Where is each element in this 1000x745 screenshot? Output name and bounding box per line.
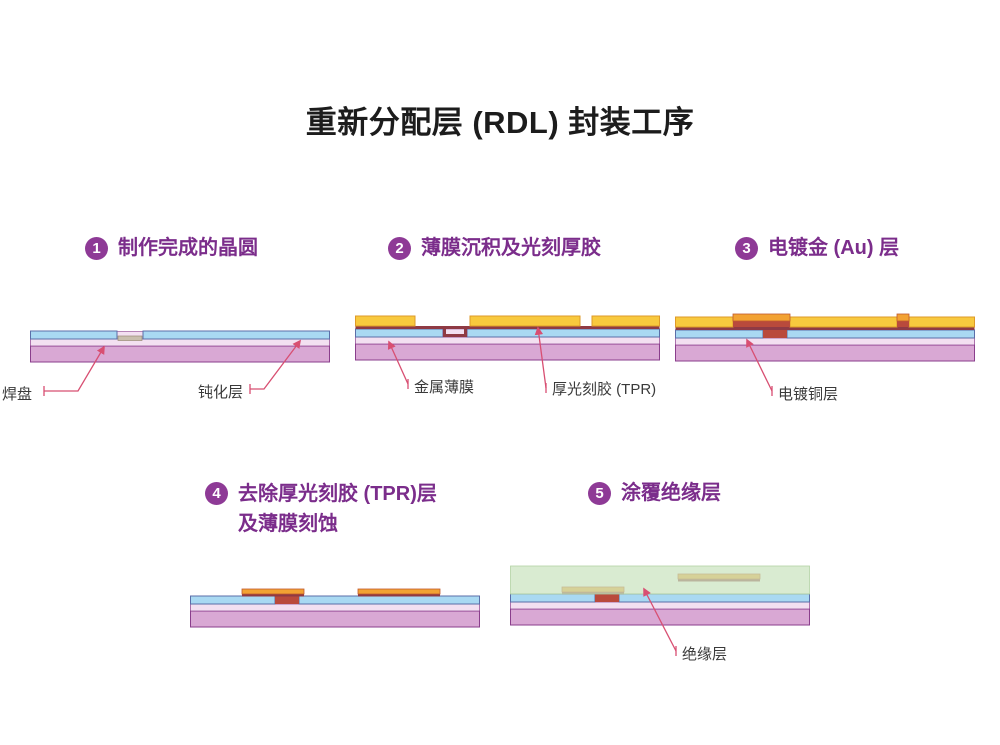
metal-film-sidewall-right — [464, 329, 467, 337]
step-3-number: 3 — [742, 239, 751, 257]
gold-trace-pad-area — [241, 588, 305, 595]
oxide-layer — [30, 338, 330, 347]
oxide-layer — [190, 603, 480, 612]
step-3-header: 3 电镀金 (Au) 层 — [735, 234, 899, 262]
passivation-layer-right — [618, 593, 810, 603]
plated-copper-via — [595, 594, 619, 602]
step-4-title-line2: 及薄膜刻蚀 — [238, 513, 338, 535]
substrate-layer — [510, 608, 810, 626]
tpr-block-left — [355, 315, 416, 327]
step-4-title-line1: 去除厚光刻胶 (TPR)层 — [238, 483, 437, 505]
step-4-number: 4 — [212, 485, 221, 502]
passivation-layer-left — [675, 329, 764, 339]
diagram-step-4-wafer — [190, 588, 480, 628]
step-5-header: 5 涂覆绝缘层 — [588, 479, 721, 507]
metal-film-gap-bottom — [443, 334, 467, 337]
substrate-layer — [30, 345, 330, 363]
step-4-number-badge: 4 — [205, 482, 228, 505]
passivation-layer-right — [142, 330, 330, 340]
plated-copper-layer — [733, 321, 790, 327]
passivation-layer-left — [510, 593, 596, 603]
annotation-metal-film: 金属薄膜 — [414, 379, 475, 396]
plated-gold-layer — [732, 313, 791, 322]
metal-film-layer — [355, 326, 660, 329]
step-2-header: 2 薄膜沉积及光刻厚胶 — [388, 234, 601, 262]
metal-film-layer — [675, 327, 975, 330]
step-3-title: 电镀金 (Au) 层 — [768, 237, 900, 259]
annotation-insulation: 绝缘层 — [682, 646, 728, 663]
annotation-passivation: 钝化层 — [198, 384, 244, 401]
plated-copper-via — [763, 330, 787, 338]
oxide-layer — [510, 601, 810, 610]
plated-copper-via — [275, 596, 299, 604]
metal-film-trace — [358, 594, 440, 597]
step-1-title: 制作完成的晶圆 — [118, 237, 258, 259]
insulation-layer — [510, 565, 810, 595]
diagram-step-5-wafer — [510, 565, 810, 626]
oxide-layer — [675, 337, 975, 346]
annotation-plated-copper: 电镀铜层 — [778, 386, 839, 403]
oxide-layer — [355, 336, 660, 345]
step-5-title: 涂覆绝缘层 — [621, 482, 721, 504]
tpr-block-right — [591, 315, 660, 327]
tpr-block-right — [908, 316, 975, 328]
gold-trace — [357, 588, 441, 595]
annotation-pad: 焊盘 — [2, 386, 33, 403]
step-4-header: 4 去除厚光刻胶 (TPR)层 及薄膜刻蚀 — [205, 479, 437, 539]
tpr-block-middle — [789, 316, 898, 328]
diagram-step-1-wafer — [30, 330, 330, 363]
substrate-layer — [675, 344, 975, 362]
step-5-number-badge: 5 — [588, 481, 611, 505]
passivation-layer-right — [298, 595, 480, 605]
plated-copper-small — [897, 321, 909, 327]
substrate-layer — [355, 343, 660, 361]
step-2-number-badge: 2 — [388, 236, 411, 260]
step-2-number: 2 — [395, 239, 404, 257]
step-3-number-badge: 3 — [735, 236, 758, 260]
step-4-title: 去除厚光刻胶 (TPR)层 及薄膜刻蚀 — [238, 479, 437, 539]
metal-film-sidewall-left — [443, 329, 446, 337]
annotation-thick-resist: 厚光刻胶 (TPR) — [552, 381, 657, 398]
passivation-layer-right — [786, 329, 975, 339]
passivation-layer-left — [190, 595, 276, 605]
passivation-layer-left — [30, 330, 118, 340]
step-2-title: 薄膜沉积及光刻厚胶 — [421, 237, 601, 259]
metal-film-pad-area — [242, 594, 304, 597]
diagram-step-3-wafer — [675, 313, 975, 362]
bond-pad — [117, 335, 143, 341]
substrate-layer — [190, 610, 480, 628]
diagram-step-2-wafer — [355, 315, 660, 361]
passivation-layer-right — [466, 328, 660, 338]
passivation-layer-left — [355, 328, 444, 338]
tpr-block-middle — [469, 315, 581, 327]
page-title: 重新分配层 (RDL) 封装工序 — [305, 105, 695, 140]
step-5-number: 5 — [595, 484, 604, 502]
plated-gold-small — [896, 313, 910, 322]
tpr-block-left — [675, 316, 734, 328]
step-1-header: 1 制作完成的晶圆 — [85, 234, 258, 262]
step-1-number-badge: 1 — [85, 236, 108, 260]
step-1-number: 1 — [92, 239, 101, 257]
